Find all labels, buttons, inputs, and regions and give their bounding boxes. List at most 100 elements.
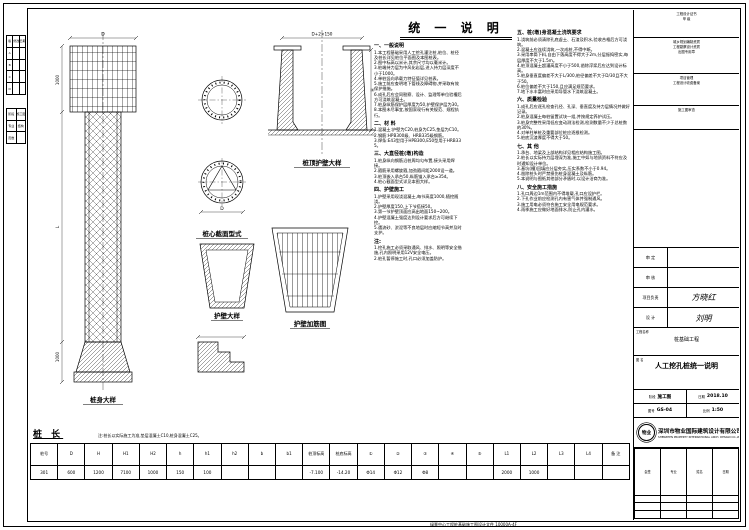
pile-table-header-cell: ① [356,443,385,466]
pile-table-header-cell: ④ [438,443,467,466]
pile-table-cell: -7.100 [302,465,331,480]
pile-section-label: 桩心截面型式 [203,229,243,238]
stamp-cell [18,58,27,72]
pile-table-cell [247,465,276,480]
drawing-title-label: 图 名 [636,358,644,362]
signature-label: 项目负责 [634,288,668,307]
notes-line: 5.遇流砂、淤泥等不良地层时应缩短节高并及时支护。 [374,225,462,236]
pile-table-cell: 7100 [111,465,140,480]
notes-line: 6.桩位偏差不大于150,且应满足规范要求。 [517,83,598,89]
stamp-cell [686,502,713,512]
stamp-cell [712,494,739,504]
pile-table-cell [601,465,631,480]
notes-line: 1.成孔后应逐孔检查孔径、孔深、垂直度及持力层情况并做好记录。 [517,103,630,114]
stamp-cell [660,502,687,512]
wall-rebar-drawing: 护壁加筋图 [271,227,349,329]
pile-table-header-cell: D [57,443,86,466]
pile-dim-seg1: 1000 [55,74,60,85]
pile-table-cell: 2000 [492,465,521,480]
pile-table-header-cell: h1 [193,443,222,466]
notes-line: 1.护壁采用现浇混凝土,每节高度1000,随挖随浇。 [374,193,459,204]
pile-table-header-cell: L3 [547,443,576,466]
company-logo-icon: 物业 [638,424,655,441]
signature-row: 设 计刘明 [634,308,739,327]
stamp-cell [686,510,713,519]
notes-line: 1.本工程基础采用人工挖孔灌注桩,桩位、桩径及桩长详见桩位平面图及本图桩表。 [374,49,459,60]
pile-table-header-cell: ⑤ [465,443,494,466]
pile-table-cell: 100 [193,465,222,480]
pile-table-header-cell: L4 [574,443,603,466]
stamp-cell [18,82,27,95]
titleblock-text-line: 施工图审查 [678,108,695,112]
stamp-cell [18,70,27,84]
pile-table-header-cell: b1 [274,443,304,466]
pile-table-header-cell: h2 [220,443,249,466]
signature-block: 审 定审 核项目负责方晓红设 计刘明 [634,248,739,328]
pile-table-header-cell: H2 [138,443,168,466]
notes-line: 4.桩心截面型式详见本图大样。 [374,178,433,184]
signature-name: 刘明 [695,313,712,323]
stamp-cell: 姓名 [686,448,713,496]
wall-detail-drawing: 护壁大样 [199,243,255,321]
pile-table-cell: Φ14 [356,465,385,480]
notes-line: 4.桩顶混凝土超灌高度不小于500,凿除浮浆后应达到设计标高。 [517,62,627,73]
pile-table-header-cell: L1 [492,443,521,466]
signature-label: 审 定 [634,248,668,267]
pile-table-cell: -14.20 [329,465,358,480]
pile-table-header-cell: b [247,443,276,466]
notes-section-heading: 注: [374,238,381,245]
stamp-cell: 施工图 [15,108,26,121]
pile-table-cell [274,465,304,480]
titleblock-text-line: 工程勘察设计资质 [672,45,701,50]
stamp-cell [634,494,661,504]
notes-line: 3.焊条:E43型用于HPB300,E50型用于HRB335。 [374,137,461,148]
pile-table-cell: 150 [166,465,195,480]
notes-line: 1.挖孔施工必须采取通风、排水、照明等安全措施,孔内照明采用12V安全电压。 [374,245,462,256]
notes-line: 4.凿除桩头时严禁损伤桩身混凝土及纵筋。 [517,171,597,176]
stamp-cell [712,510,739,519]
stamp-cell: 结构 [15,119,26,133]
project-name-field: 工程名称 桩基础工程 [634,328,739,356]
stamp-cell [634,502,661,512]
notes-line: 2.桩身混凝土每桩留置试块一组,并按规定养护试压。 [517,114,615,120]
pile-table-header-cell: ③ [411,443,440,466]
stamp-cell [634,510,661,519]
pile-table-header-cell: H1 [111,443,140,466]
page-title: 统 一 说 明 [400,19,512,40]
titleblock-text-line: 甲 级 [682,17,691,22]
notes-section-heading: 五、桩(墩)身混凝土浇筑要求 [517,30,582,36]
stamp-cell: 会签 [634,448,661,496]
notes-line: 7.地下水丰富时应采用导管水下浇筑混凝土。 [517,89,601,94]
wall-detail-label: 护壁大样 [214,311,241,320]
notes-line: 3.施工用电必须符合施工安全用电规范要求。 [517,201,601,207]
titleblock-text-line: 出图专用章 [678,50,695,55]
pile-table-header-cell: 桩底标高 [329,443,358,466]
notes-line: 6.成孔后应会同勘察、设计、监理等单位验槽后方可浇筑混凝土。 [374,91,462,102]
drawing-title-value: 人工挖孔桩统一说明 [655,362,718,370]
notes-line: 4.对单柱单桩及重要部位桩应逐根检测。 [517,130,593,135]
drawings-canvas: D 1000 L 1000 桩身大样 D 桩心截面型式 [55,30,375,405]
pile-table-header-cell: ② [383,443,413,466]
signature-row: 项目负责方晓红 [634,288,739,308]
company-name-en: SHENZHEN PROPERTY INTERNATIONAL ARCH. DE… [658,434,739,439]
notes-line: 1.孔口周边1m范围内不得堆载,孔口应设护栏。 [517,191,605,196]
stamp-cell [660,494,687,504]
notes-line: 2.护壁厚度150,上下节搭接50。 [374,204,435,209]
stamp-cell: 专业 [6,119,17,133]
pile-table-header-cell: h [166,443,195,466]
pile-table-header-cell: H [84,443,113,466]
notes-line: 5.桩身垂直度偏差不大于L/300,桩径偏差不大于D/30且不大于50。 [517,73,628,84]
titleblock-text-line: 城乡规划编制资质 [672,40,701,44]
notes-line: 3.基坑(槽)回填应分层夯实,压实系数不小于0.94。 [517,165,611,171]
notes-line: 4.雨季施工应做好地面排水,防止孔内灌水。 [517,206,598,212]
stamp-cell [660,510,687,519]
pile-top-wall-drawing: D+2×150 H 桩顶护壁大样 [268,30,375,168]
pile-dim-seg3: 1000 [55,351,60,362]
pile-table-header-cell: L2 [519,443,549,466]
stage-label: 阶段 [648,395,656,399]
pile-top-wall-label: 桩顶护壁大样 [303,158,343,167]
